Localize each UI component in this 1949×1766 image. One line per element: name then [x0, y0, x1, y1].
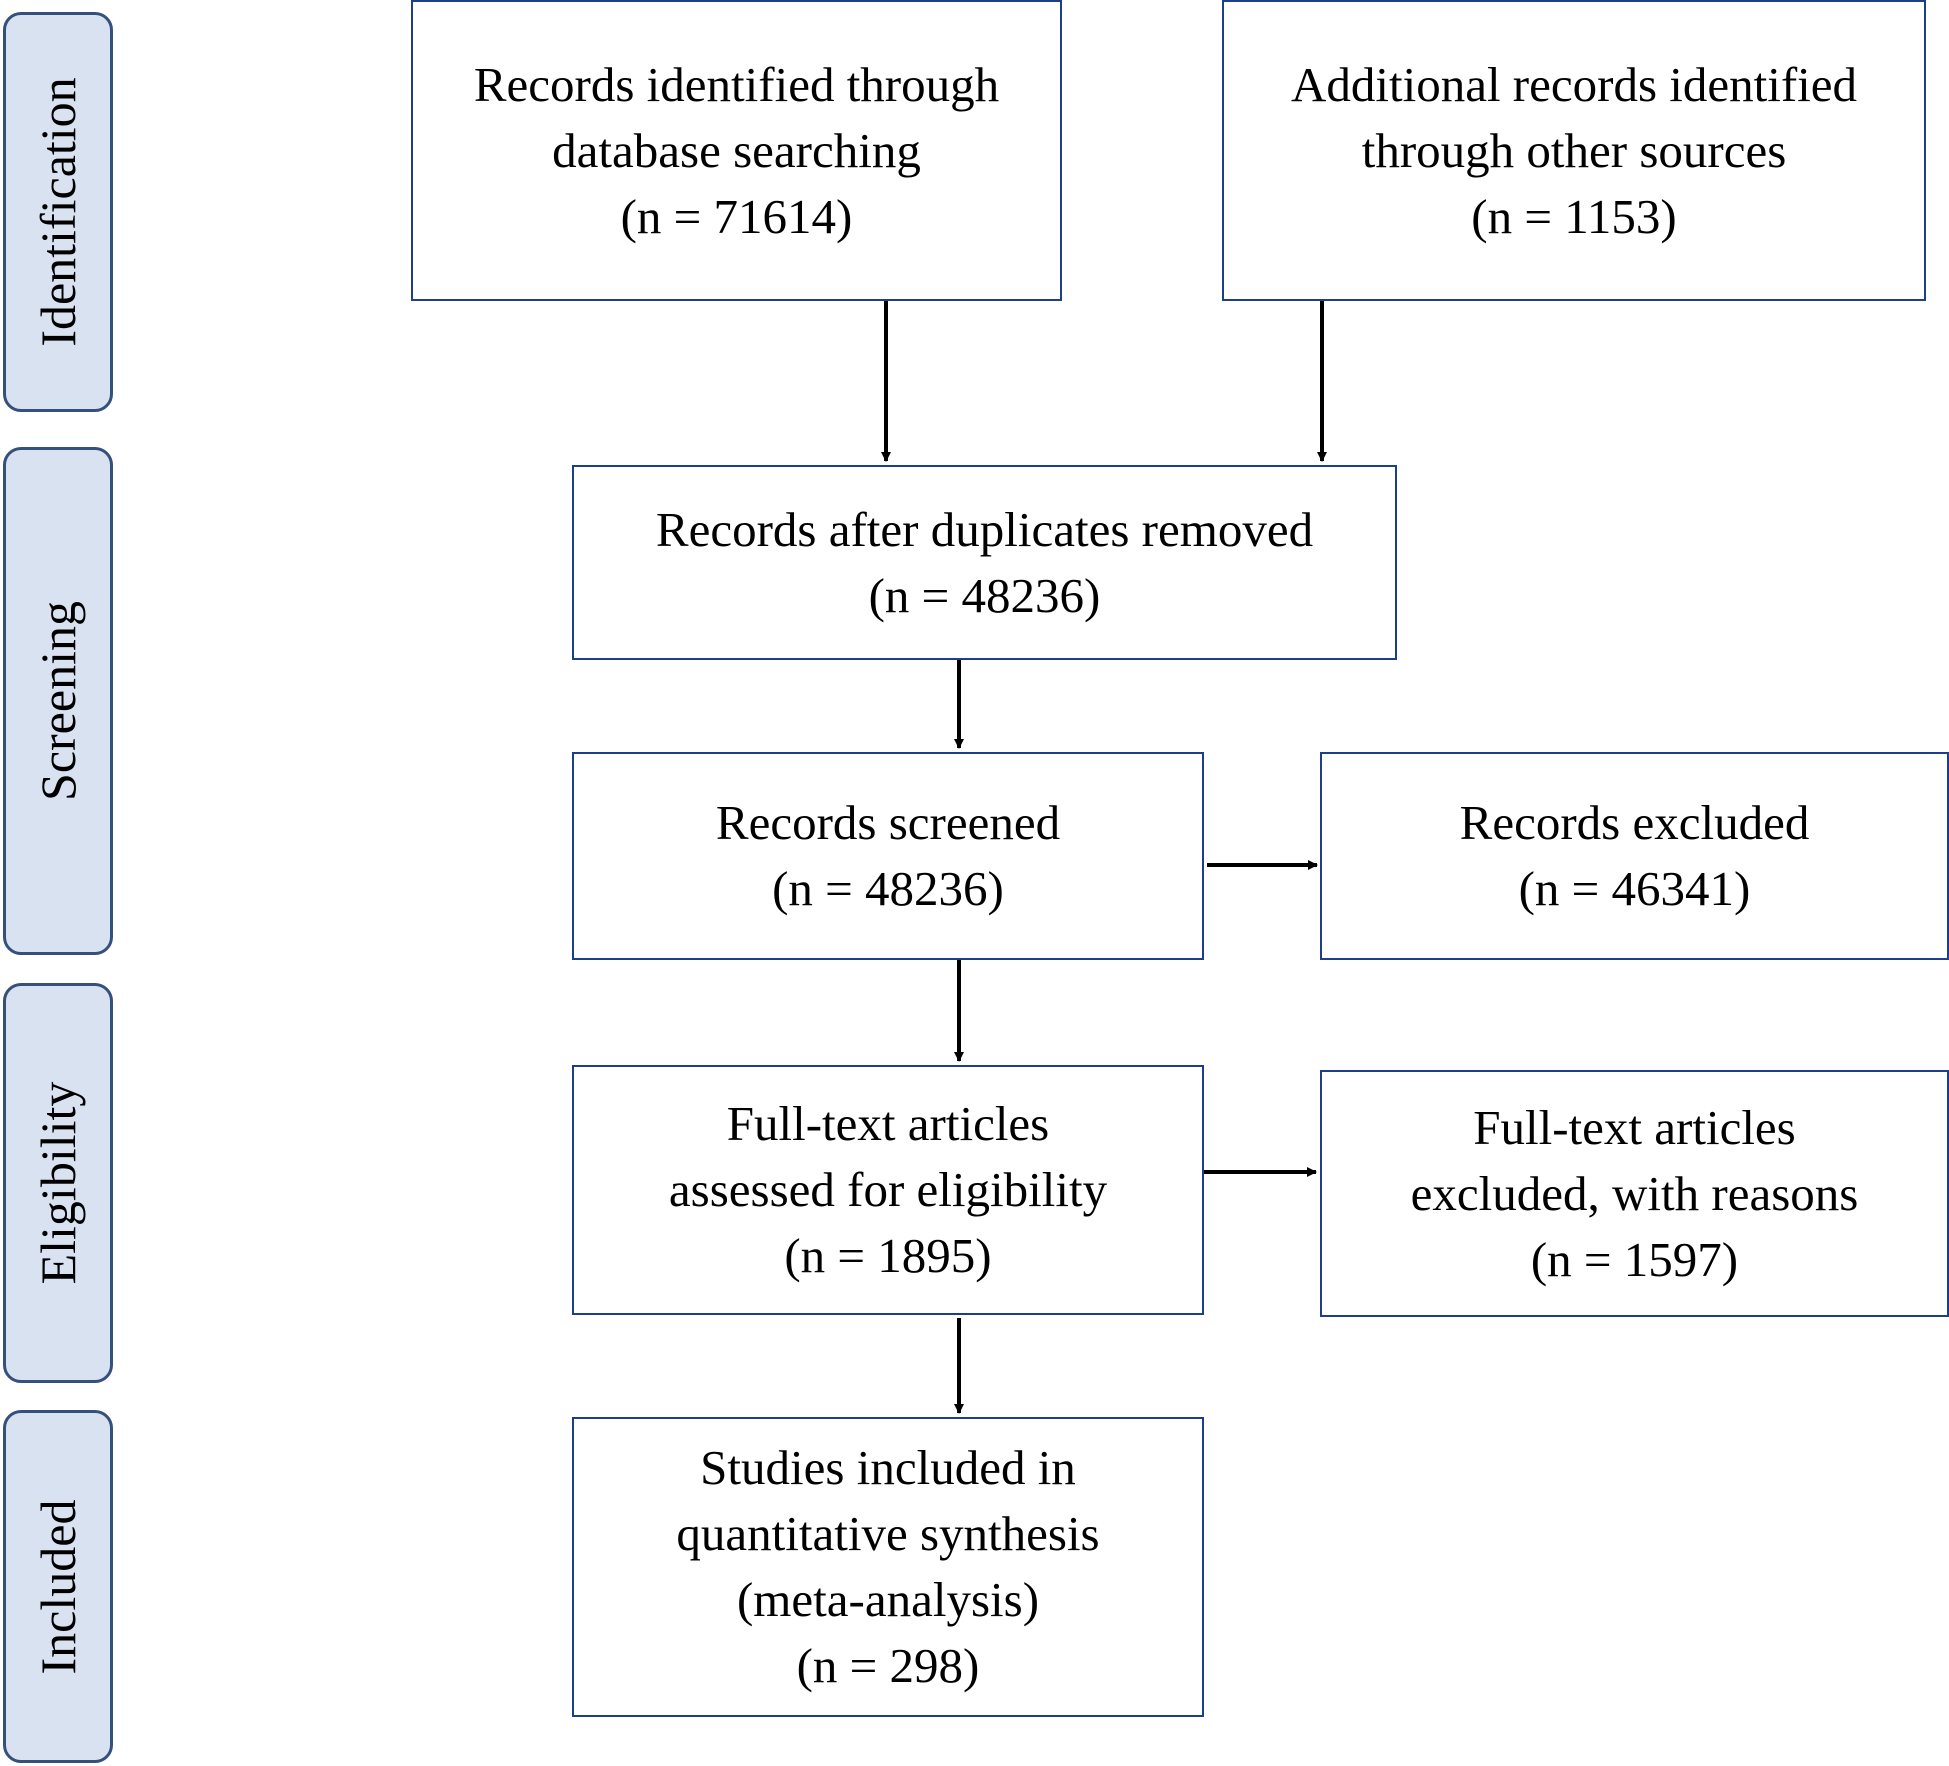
box-line: quantitative synthesis — [676, 1506, 1100, 1561]
phase-included: Included — [3, 1410, 113, 1763]
box-line: Full-text articles — [726, 1096, 1050, 1151]
box-line: excluded, with reasons — [1410, 1165, 1859, 1221]
box-line: (n = 48236) — [868, 567, 1101, 623]
box-line: Records screened — [715, 795, 1061, 850]
box-line: Records after duplicates removed — [655, 501, 1314, 557]
studies-included-box: Studies included in quantitative synthes… — [572, 1417, 1204, 1717]
fulltext-assessed-box: Full-text articles assessed for eligibil… — [572, 1065, 1204, 1315]
box-line: Records excluded — [1459, 795, 1810, 850]
box-line: (n = 1895) — [784, 1228, 992, 1283]
box-line: assessed for eligibility — [668, 1162, 1108, 1217]
box-line: Additional records identified — [1290, 56, 1858, 112]
box-line: Studies included in — [700, 1440, 1076, 1495]
box-line: (n = 48236) — [772, 861, 1004, 916]
other-sources-box: Additional records identified through ot… — [1222, 0, 1926, 301]
box-line: through other sources — [1361, 122, 1787, 178]
fulltext-excluded-box: Full-text articles excluded, with reason… — [1320, 1070, 1949, 1317]
phase-screening: Screening — [3, 447, 113, 955]
records-screened-box: Records screened (n = 48236) — [572, 752, 1204, 960]
box-line: Full-text articles — [1473, 1099, 1796, 1155]
database-records-box: Records identified through database sear… — [411, 0, 1062, 301]
phase-eligibility: Eligibility — [3, 983, 113, 1383]
box-line: (n = 1597) — [1530, 1231, 1739, 1287]
records-excluded-box: Records excluded (n = 46341) — [1320, 752, 1949, 960]
box-line: Records identified through — [473, 56, 1000, 112]
phase-identification: Identification — [3, 12, 113, 412]
box-line: (n = 46341) — [1518, 861, 1751, 916]
duplicates-removed-box: Records after duplicates removed (n = 48… — [572, 465, 1397, 660]
box-line: database searching — [552, 122, 921, 178]
box-line: (n = 71614) — [620, 188, 853, 244]
box-line: (n = 1153) — [1471, 188, 1677, 244]
box-line: (n = 298) — [796, 1638, 980, 1693]
box-line: (meta-analysis) — [736, 1572, 1040, 1627]
